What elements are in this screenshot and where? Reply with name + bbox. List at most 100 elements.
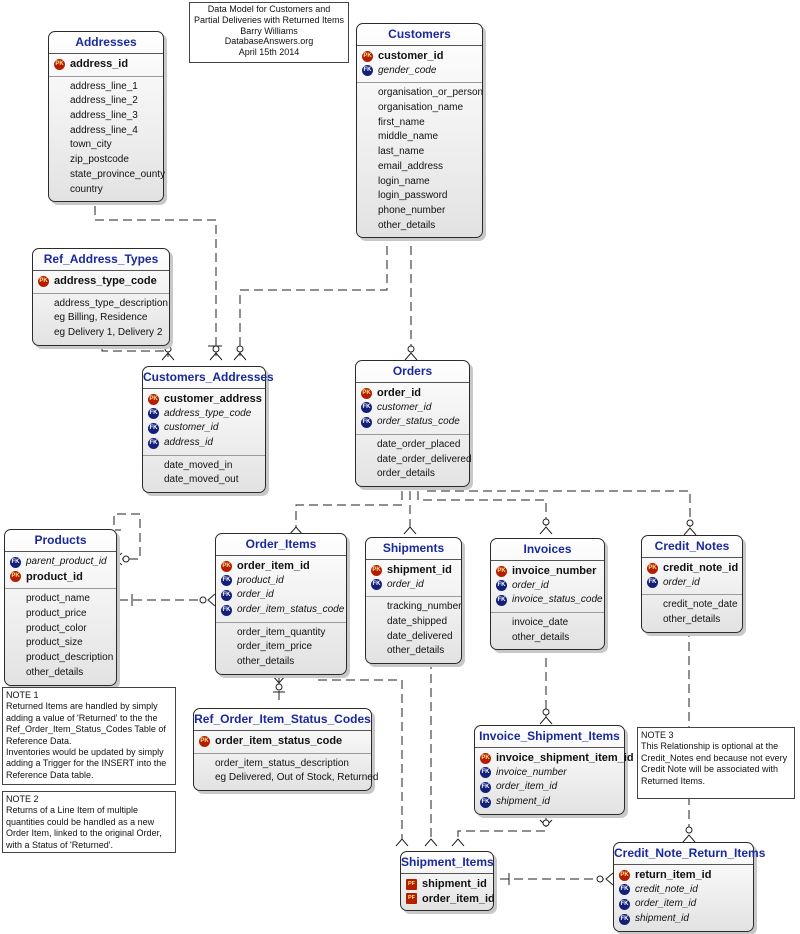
field-name: order_id: [237, 589, 274, 601]
entity-title: Credit_Notes: [642, 536, 742, 558]
entity-title: Customers_Addresses: [143, 367, 274, 389]
fk-key-icon: FK: [619, 913, 630, 925]
pk-key-icon: PK: [361, 387, 372, 399]
attribute-row: invoice_date: [512, 617, 569, 629]
attribute-row: email_address: [378, 160, 444, 172]
attribute-row: phone_number: [378, 204, 446, 216]
fk-key-icon: FK: [148, 437, 159, 449]
entity-title: Ref_Order_Item_Status_Codes: [194, 709, 371, 731]
fk-key-icon: FK: [148, 422, 159, 434]
attribute-row: eg Billing, Residence: [54, 312, 148, 324]
field-name: shipment_id: [496, 796, 550, 808]
entity-title: Credit_Note_Return_Items: [614, 843, 765, 865]
key-field-row: PK shipment_id: [366, 563, 461, 578]
attribute-row: other_details: [378, 219, 436, 231]
attribute-row: date_shipped: [387, 616, 448, 628]
fk-key-icon: FK: [619, 884, 630, 896]
attribute-row: date_moved_out: [164, 474, 239, 486]
entity-title: Shipments: [366, 538, 461, 560]
attribute-row: order_item_price: [237, 641, 313, 653]
pk-key-icon: PK: [619, 869, 630, 881]
header-line: Barry Williams: [240, 25, 298, 36]
field-name: order_status_code: [377, 416, 460, 428]
attribute-row: other_details: [387, 645, 445, 657]
attribute-row: product_description: [26, 652, 114, 664]
fk-key-icon: FK: [371, 579, 382, 591]
header-line: April 15th 2014: [238, 47, 300, 58]
pf-key-icon: PF: [406, 878, 417, 890]
fk-key-icon: FK: [148, 408, 159, 420]
rel-orders-invoices: [417, 477, 547, 528]
field-name: customer_id: [164, 422, 219, 434]
field-name: product_id: [26, 570, 83, 583]
fk-key-icon: FK: [619, 898, 630, 910]
pk-key-icon: PK: [496, 565, 507, 577]
attribute-row: order_item_status_description: [215, 757, 349, 769]
attribute-row: login_password: [378, 190, 448, 202]
attribute-row: address_line_2: [70, 95, 138, 107]
field-name: parent_product_id: [26, 556, 107, 567]
fk-key-icon: FK: [480, 781, 491, 793]
pk-key-icon: PK: [371, 564, 382, 576]
field-name: shipment_id: [387, 564, 452, 576]
fk-key-icon: FK: [10, 556, 21, 568]
fk-key-icon: FK: [480, 767, 491, 779]
rel-addresses-customers-addresses: [94, 192, 217, 356]
field-name: customer_id: [377, 401, 432, 413]
field-name: order_item_id: [496, 781, 558, 793]
attribute-row: other_details: [237, 656, 295, 668]
attribute-row: address_line_1: [70, 80, 138, 92]
attribute-section: date_moved_in date_moved_out: [143, 456, 265, 492]
attribute-row: product_size: [26, 637, 83, 649]
field-name: order_id: [512, 579, 549, 591]
field-name: invoice_shipment_item_id: [496, 752, 634, 764]
note-1: NOTE 1 Returned Items are handled by sim…: [2, 687, 176, 785]
attribute-row: middle_name: [378, 131, 439, 143]
attribute-row: date_moved_in: [164, 459, 233, 471]
field-name: order_item_status_code: [237, 604, 345, 616]
